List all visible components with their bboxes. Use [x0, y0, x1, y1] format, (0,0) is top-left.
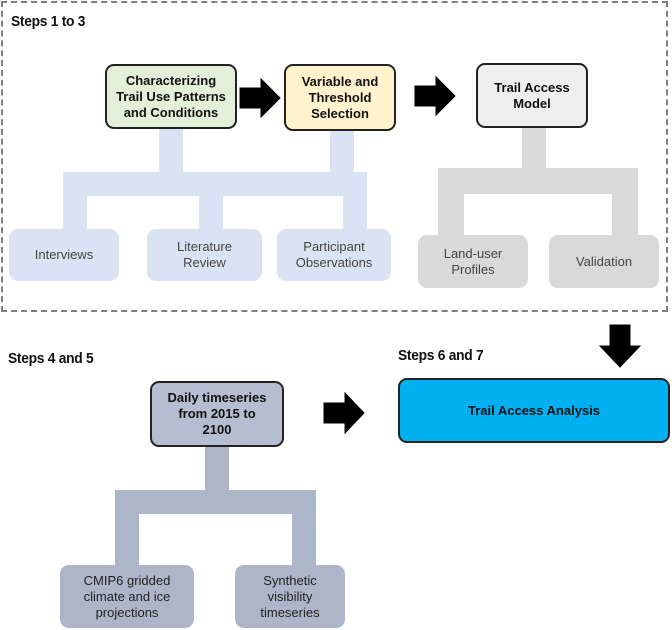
validation-box: Validation [549, 235, 659, 288]
right-arrow-icon [414, 75, 456, 117]
connector-cmip6-drop [115, 514, 139, 566]
variable-threshold-box: Variable and Threshold Selection [284, 64, 396, 131]
literature-review-box: Literature Review [147, 229, 262, 281]
steps-6-7-heading: Steps 6 and 7 [398, 347, 484, 364]
steps-4-5-heading: Steps 4 and 5 [8, 350, 94, 367]
daily-timeseries-box: Daily timeseries from 2015 to 2100 [150, 381, 284, 447]
connector-participant-drop [343, 196, 367, 230]
cmip6-projections-box: CMIP6 gridded climate and ice projection… [60, 565, 194, 628]
connector-validation-drop [612, 194, 638, 236]
connector-blue-bar [63, 172, 367, 196]
connector-variable-stem [330, 131, 354, 172]
land-user-profiles-box: Land-user Profiles [418, 235, 528, 288]
interviews-box: Interviews [9, 229, 119, 281]
participant-observations-box: Participant Observations [277, 229, 391, 281]
synthetic-visibility-box: Synthetic visibility timeseries [235, 565, 345, 628]
right-arrow-icon [239, 77, 281, 119]
down-arrow-icon [598, 324, 642, 368]
connector-landuser-drop [438, 194, 464, 236]
connector-literature-drop [199, 196, 223, 230]
connector-gray-bar [438, 168, 638, 194]
steps-1-3-group-border [1, 1, 668, 312]
trail-access-model-box: Trail Access Model [476, 63, 588, 128]
connector-characterizing-stem [159, 128, 183, 172]
connector-synthetic-drop [292, 514, 316, 566]
characterizing-trail-use-box: Characterizing Trail Use Patterns and Co… [105, 64, 237, 129]
connector-slate-bar [115, 490, 316, 514]
trail-access-analysis-box: Trail Access Analysis [398, 378, 670, 443]
connector-interviews-drop [63, 196, 87, 230]
right-arrow-icon [323, 391, 365, 435]
connector-model-stem [522, 128, 546, 168]
connector-daily-stem [205, 446, 229, 490]
steps-1-3-heading: Steps 1 to 3 [11, 13, 86, 30]
